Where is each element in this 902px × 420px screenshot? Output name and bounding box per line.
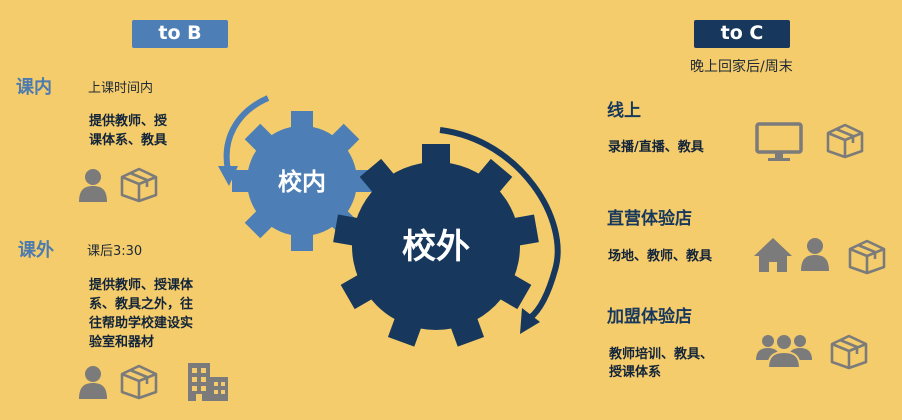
- franchise-store-desc: 教师培训、教具、 授课体系: [609, 346, 713, 382]
- franchise-desc-line: 授课体系: [609, 365, 662, 380]
- box-icon: [824, 121, 866, 159]
- after-class-title: 课外: [18, 240, 54, 261]
- in-class-desc: 提供教师、授 课体系、教具: [89, 112, 167, 150]
- after-class-desc-line: 系、教具之外，往: [89, 297, 194, 312]
- house-icon: [752, 236, 794, 274]
- to-c-badge: to C: [694, 20, 790, 48]
- after-class-desc-line: 往帮助学校建设实: [89, 316, 194, 331]
- online-desc: 录播/直播、教具: [608, 140, 704, 155]
- after-class-desc: 提供教师、授课体 系、教具之外，往 往帮助学校建设实 验室和器材: [89, 276, 193, 352]
- in-class-time: 上课时间内: [88, 81, 154, 96]
- box-icon: [118, 165, 160, 203]
- outer-cycle-arrowhead: [520, 308, 540, 334]
- outer-cycle-arrow: [439, 127, 561, 321]
- person-icon: [78, 365, 108, 399]
- inner-gear: [232, 111, 372, 251]
- person-icon: [800, 237, 830, 271]
- to-c-subtitle: 晚上回家后/周末: [690, 59, 793, 75]
- in-class-title: 课内: [16, 77, 52, 98]
- person-icon: [78, 168, 108, 202]
- inner-gear-label: 校内: [278, 168, 326, 196]
- direct-store-desc: 场地、教师、教具: [608, 249, 713, 264]
- after-class-time: 课后3:30: [87, 244, 143, 259]
- in-class-desc-line: 课体系、教具: [89, 133, 168, 148]
- online-title: 线上: [607, 101, 641, 121]
- in-class-desc-line: 提供教师、授: [89, 114, 168, 129]
- inner-cycle-arrow: [223, 95, 270, 171]
- gear-diagram: 校内 校外: [218, 95, 561, 347]
- outer-gear: [333, 144, 539, 347]
- direct-store-title: 直营体验店: [607, 209, 692, 229]
- franchise-desc-line: 教师培训、教具、: [609, 347, 714, 362]
- group-icon: [756, 330, 812, 368]
- after-class-desc-line: 验室和器材: [89, 335, 155, 350]
- box-icon: [828, 332, 870, 370]
- outer-gear-label: 校外: [402, 227, 470, 267]
- monitor-icon: [755, 122, 803, 162]
- franchise-store-title: 加盟体验店: [607, 307, 692, 327]
- to-b-badge: to B: [132, 20, 228, 48]
- building-icon: [186, 361, 230, 401]
- box-icon: [118, 362, 160, 400]
- box-icon: [846, 237, 888, 275]
- after-class-desc-line: 提供教师、授课体: [89, 278, 194, 293]
